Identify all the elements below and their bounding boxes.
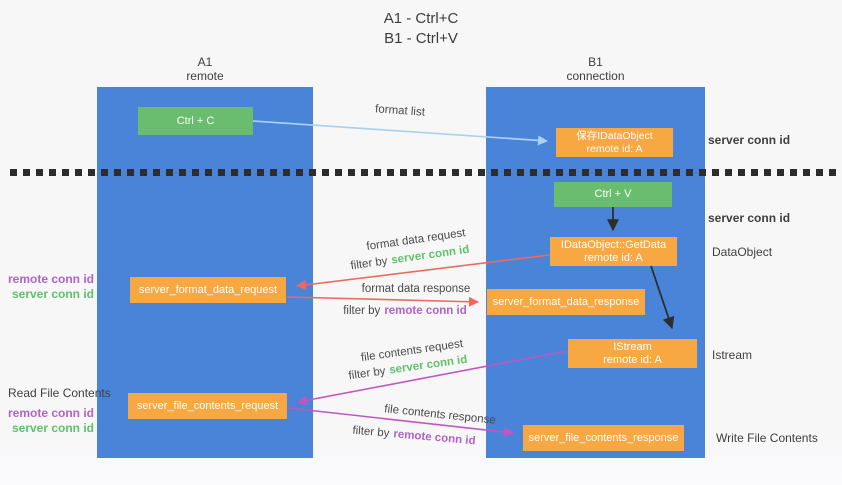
- column-a1-name: A1: [197, 55, 213, 69]
- remote-conn-id-text: remote conn id: [384, 305, 467, 317]
- column-b1-role: connection: [566, 69, 625, 83]
- server-conn-id-annotation: server conn id: [11, 287, 94, 301]
- label-file-contents-response: file contents response: [383, 403, 497, 427]
- machine-boundary-dotted-line: [10, 169, 836, 176]
- remote-conn-id-annotation: remote conn id: [7, 272, 94, 286]
- node-server-file-contents-request: server_file_contents_request: [128, 393, 287, 419]
- node-ctrl-v: Ctrl + V: [554, 182, 672, 207]
- filter-by-text: filter by: [343, 305, 381, 317]
- node-idataobject-getdata-line1: IDataObject::GetData: [560, 238, 667, 251]
- annotation-server-conn-id-top: server conn id: [708, 133, 791, 147]
- node-server-format-data-request-label: server_format_data_request: [138, 283, 278, 296]
- node-server-format-data-response-label: server_format_data_response: [492, 295, 640, 308]
- diagram-title: A1 - Ctrl+C B1 - Ctrl+V: [0, 9, 842, 49]
- column-header-a1: A1 remote: [97, 55, 313, 83]
- node-server-format-data-response: server_format_data_response: [487, 289, 645, 315]
- server-conn-id-annotation: server conn id: [11, 421, 94, 435]
- annotation-istream: Istream: [712, 348, 753, 362]
- node-istream: IStream remote id: A: [568, 339, 697, 368]
- column-header-b1: B1 connection: [486, 55, 705, 83]
- annotation-write-file-contents: Write File Contents: [716, 431, 818, 445]
- annotation-file-conn-ids: remote conn id server conn id: [0, 406, 94, 436]
- title-line-1: A1 - Ctrl+C: [383, 10, 459, 27]
- filter-by-text: filter by: [351, 424, 390, 440]
- format-data-response-arrow: [286, 296, 479, 307]
- label-format-data-response: format data response: [361, 283, 471, 295]
- node-ctrl-v-label: Ctrl + V: [594, 188, 632, 200]
- node-save-idataobject: 保存IDataObject remote id: A: [556, 128, 673, 157]
- remote-conn-id-text: remote conn id: [392, 428, 477, 448]
- column-b1-name: B1: [588, 55, 603, 69]
- node-istream-line1: IStream: [613, 340, 652, 353]
- node-idataobject-getdata-line2: remote id: A: [584, 251, 643, 264]
- node-server-file-contents-request-label: server_file_contents_request: [136, 399, 279, 412]
- filter-by-text: filter by: [347, 365, 387, 383]
- node-save-idataobject-line1: 保存IDataObject: [576, 129, 653, 142]
- column-a1-role: remote: [186, 69, 224, 83]
- node-idataobject-getdata: IDataObject::GetData remote id: A: [550, 237, 677, 266]
- node-ctrl-c-label: Ctrl + C: [176, 114, 215, 127]
- annotation-format-conn-ids: remote conn id server conn id: [0, 272, 94, 302]
- node-server-file-contents-response-label: server_file_contents_response: [528, 431, 679, 444]
- annotation-read-file-contents: Read File Contents: [8, 386, 111, 400]
- node-ctrl-c: Ctrl + C: [138, 107, 253, 135]
- remote-conn-id-annotation: remote conn id: [7, 406, 94, 420]
- label-format-list: format list: [374, 103, 426, 119]
- title-line-2: B1 - Ctrl+V: [384, 30, 458, 47]
- node-istream-line2: remote id: A: [603, 353, 662, 366]
- annotation-dataobject: DataObject: [712, 245, 773, 259]
- node-server-format-data-request: server_format_data_request: [130, 277, 286, 303]
- node-save-idataobject-line2: remote id: A: [586, 142, 643, 155]
- filter-by-text: filter by: [349, 255, 389, 273]
- node-server-file-contents-response: server_file_contents_response: [523, 425, 684, 451]
- annotation-server-conn-id-mid: server conn id: [708, 211, 791, 225]
